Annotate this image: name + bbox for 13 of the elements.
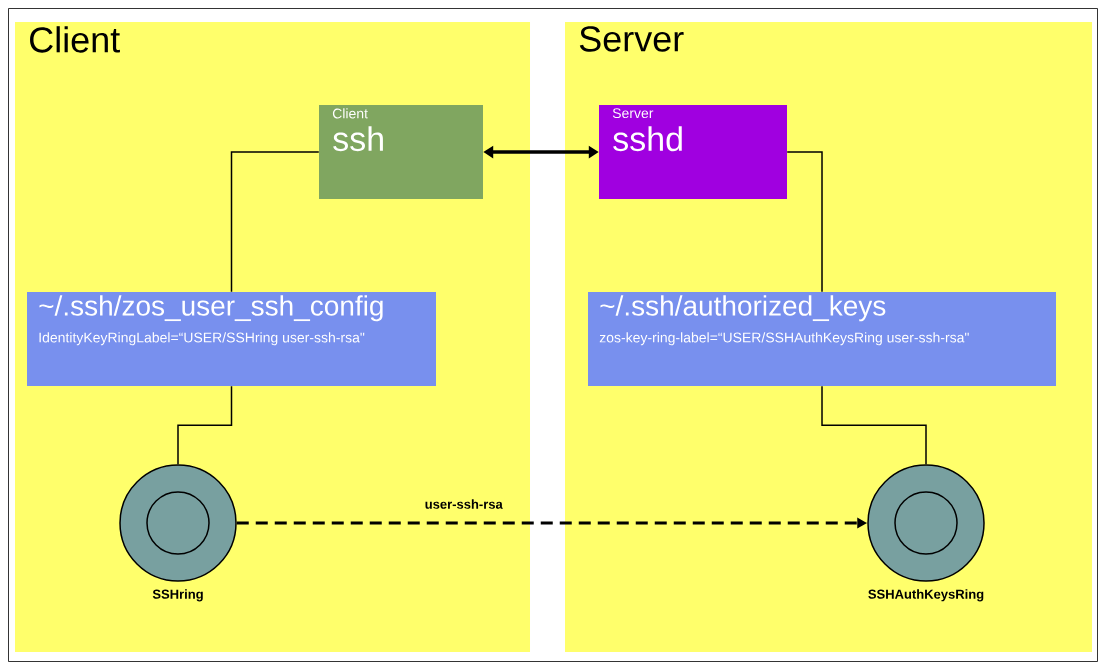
ring-label: SSHring xyxy=(152,589,203,602)
file-box: ~/.ssh/authorized_keys zos-key-ring-label=“USER/SSHAuthKeysRing user-ssh-rsa" xyxy=(588,292,1056,386)
connector xyxy=(786,151,823,293)
key-ring-icon xyxy=(867,464,985,582)
process-box: Server sshd xyxy=(599,105,787,199)
file-box: ~/.ssh/zos_user_ssh_config IdentityKeyRingLabel=“USER/SSHring user-ssh-rsa" xyxy=(27,292,436,386)
connector xyxy=(177,385,233,465)
ring-label: SSHAuthKeysRing xyxy=(868,589,984,602)
connector xyxy=(821,385,927,465)
key-ring-icon xyxy=(119,464,237,582)
process-box: Client ssh xyxy=(319,105,483,199)
connector xyxy=(230,151,320,293)
edge-label: user-ssh-rsa xyxy=(425,499,503,509)
